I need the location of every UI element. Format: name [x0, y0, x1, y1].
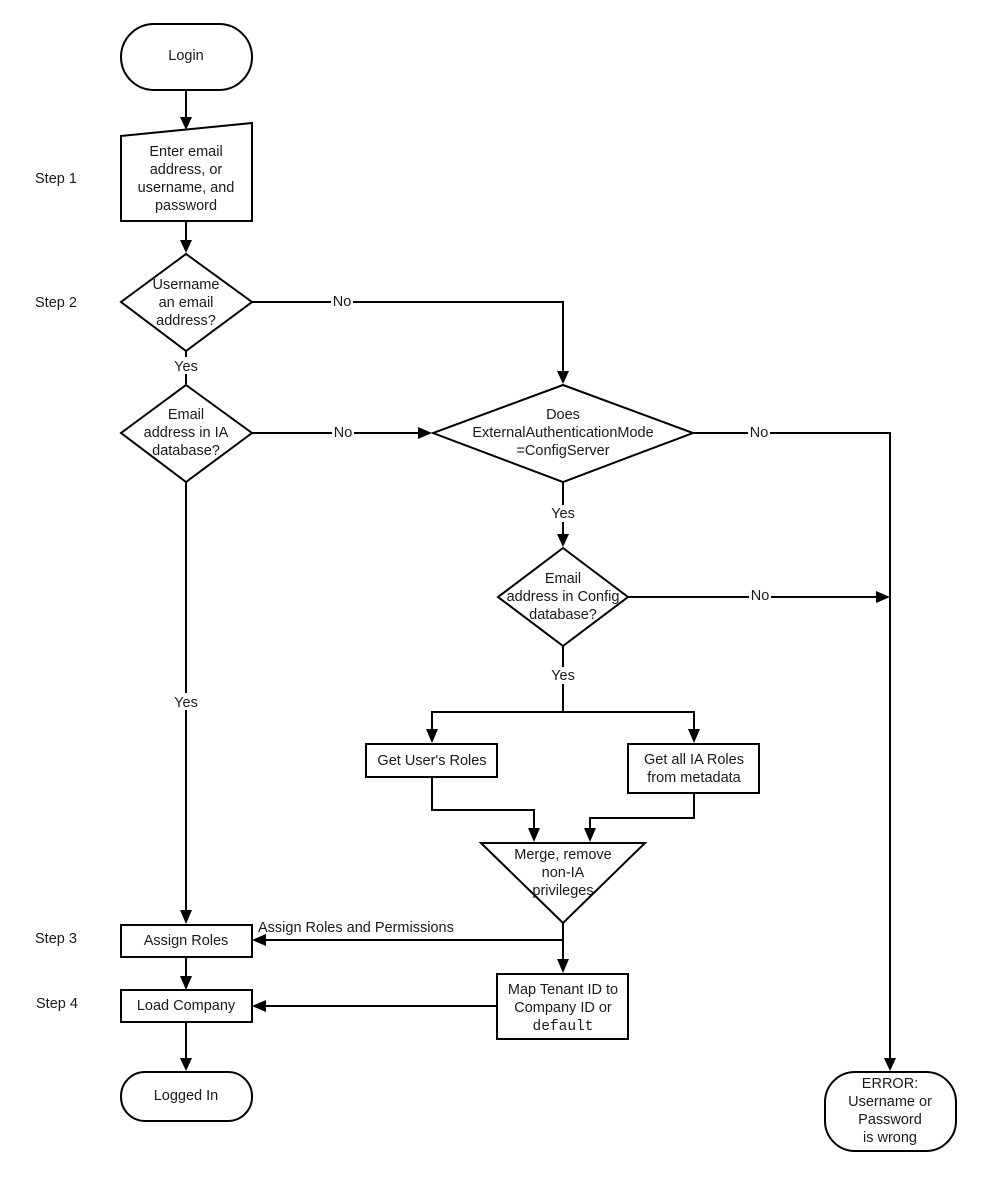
node-label: non-IA — [542, 865, 585, 881]
node-enter-credentials[interactable]: Enter email address, or username, and pa… — [120, 121, 253, 222]
node-label: username, and — [138, 180, 235, 196]
node-label: Load Company — [137, 998, 236, 1014]
node-label: Map Tenant ID to — [508, 982, 618, 998]
edge-label-ia-db-yes: Yes — [174, 695, 198, 711]
node-error[interactable]: ERROR: Username or Password is wrong — [824, 1071, 957, 1152]
arrowhead — [557, 371, 569, 384]
edge-label-ext-auth-yes: Yes — [551, 506, 575, 522]
edge-label-assign-roles-perms: Assign Roles and Permissions — [258, 920, 454, 936]
node-load-company[interactable]: Load Company — [120, 989, 253, 1023]
arrowhead — [876, 591, 890, 603]
node-label: Username — [153, 277, 220, 293]
arrowhead — [557, 534, 569, 547]
node-email-in-config-db[interactable]: Email address in Config database? — [496, 546, 630, 648]
arrowhead — [252, 1000, 266, 1012]
node-label: Merge, remove — [514, 847, 612, 863]
process-shape — [496, 973, 629, 1040]
node-label: Email — [168, 407, 204, 423]
edge-ia-roles-to-merge — [589, 793, 695, 830]
arrowhead — [688, 729, 700, 743]
node-code-label: default — [533, 1019, 594, 1035]
merge-shape — [478, 842, 648, 925]
node-label: address, or — [150, 162, 223, 178]
node-label: ExternalAuthenticationMode — [472, 425, 653, 441]
node-label: Username or — [848, 1094, 932, 1110]
edge-labels: No Yes No Yes No Yes No Yes Assign Roles… — [172, 292, 771, 936]
node-label: privileges — [532, 883, 593, 899]
arrowhead — [180, 240, 192, 253]
step-label-3: Step 3 — [35, 931, 77, 947]
process-shape — [120, 989, 253, 1023]
node-label: an email — [159, 295, 214, 311]
node-label: address? — [156, 313, 216, 329]
node-label: Assign Roles — [144, 933, 229, 949]
node-label: database? — [152, 443, 220, 459]
node-label: ERROR: — [862, 1076, 918, 1092]
arrowhead — [884, 1058, 896, 1071]
arrowhead — [557, 959, 569, 973]
decision-shape — [430, 383, 696, 484]
node-label: Does — [546, 407, 580, 423]
decision-shape — [119, 252, 254, 353]
step-label-4: Step 4 — [36, 996, 78, 1012]
node-label: =ConfigServer — [516, 443, 609, 459]
node-label: Logged In — [154, 1088, 219, 1104]
node-label: from metadata — [647, 770, 741, 786]
edge-label-step2-no: No — [333, 294, 352, 310]
terminator-shape — [824, 1071, 957, 1152]
step-labels: Step 1 Step 2 Step 3 Step 4 — [35, 171, 78, 1012]
process-shape — [365, 743, 498, 778]
edge-label-ia-db-no: No — [334, 425, 353, 441]
node-username-is-email[interactable]: Username an email address? — [119, 252, 254, 353]
step-label-2: Step 2 — [35, 295, 77, 311]
decision-shape — [496, 546, 630, 648]
node-label: Email — [545, 571, 581, 587]
edge-username-no — [252, 301, 564, 372]
node-label: database? — [529, 607, 597, 623]
process-shape — [120, 924, 253, 958]
edge-label-ext-auth-no: No — [750, 425, 769, 441]
edge-label-config-db-no: No — [751, 588, 770, 604]
node-get-user-roles[interactable]: Get User's Roles — [365, 743, 498, 778]
step-label-1: Step 1 — [35, 171, 77, 187]
node-assign-roles[interactable]: Assign Roles — [120, 924, 253, 958]
node-label: is wrong — [863, 1130, 917, 1146]
node-label: Get all IA Roles — [644, 752, 744, 768]
node-external-auth-mode[interactable]: Does ExternalAuthenticationMode =ConfigS… — [430, 383, 696, 484]
node-merge[interactable]: Merge, remove non-IA privileges — [478, 842, 648, 925]
arrowhead — [252, 934, 266, 946]
node-label: address in Config — [507, 589, 620, 605]
node-logged-in[interactable]: Logged In — [120, 1071, 253, 1122]
arrowhead — [418, 427, 432, 439]
arrowhead — [180, 910, 192, 924]
edge-label-step2-yes: Yes — [174, 359, 198, 375]
node-get-all-ia-roles[interactable]: Get all IA Roles from metadata — [627, 743, 760, 794]
terminator-shape — [120, 23, 253, 91]
edge-user-roles-to-merge — [431, 777, 535, 830]
edge-split — [431, 711, 695, 730]
node-login[interactable]: Login — [120, 23, 253, 91]
edge-label-config-db-yes: Yes — [551, 668, 575, 684]
arrowhead — [180, 1058, 192, 1071]
node-label: password — [155, 198, 217, 214]
node-map-tenant[interactable]: Map Tenant ID to Company ID or default — [496, 973, 629, 1040]
node-label: Company ID or — [514, 1000, 612, 1016]
manual-input-shape — [120, 121, 253, 222]
node-label: address in IA — [144, 425, 229, 441]
node-label: Login — [168, 48, 203, 64]
arrowhead — [180, 117, 192, 130]
node-label: Password — [858, 1112, 922, 1128]
process-shape — [627, 743, 760, 794]
decision-shape — [119, 383, 254, 484]
node-email-in-ia-db[interactable]: Email address in IA database? — [119, 383, 254, 484]
arrowhead — [528, 828, 540, 842]
node-label: Enter email — [149, 144, 222, 160]
arrowhead — [584, 828, 596, 842]
arrowhead — [426, 729, 438, 743]
arrowhead — [180, 976, 192, 990]
node-label: Get User's Roles — [377, 753, 486, 769]
terminator-shape — [120, 1071, 253, 1122]
